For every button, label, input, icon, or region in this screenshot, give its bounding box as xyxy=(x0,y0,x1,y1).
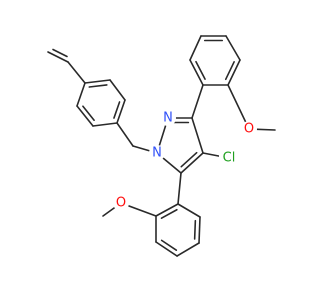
atom-cl: Cl xyxy=(219,150,239,166)
bond-p3-p4 xyxy=(84,79,111,84)
bond-b4-b5 xyxy=(176,242,200,257)
bond-p1-p2 xyxy=(116,99,126,124)
bond-b6-b1 xyxy=(177,203,201,218)
bond-c4-c5 xyxy=(180,152,204,174)
bond-c5-b1 xyxy=(177,172,182,205)
bond-b1-b2 xyxy=(155,203,179,217)
atom-cl-label: Cl xyxy=(223,151,236,166)
bond-p1-p2-double xyxy=(113,101,121,119)
bond-a2-a3 xyxy=(189,35,202,61)
bond-lines xyxy=(47,35,276,257)
bond-p4-v1 xyxy=(67,61,86,84)
bond-a1-a2-double xyxy=(195,60,206,80)
bond-b3-b4 xyxy=(155,241,178,257)
bond-c3-c4 xyxy=(191,117,204,154)
bond-p3-p4-double xyxy=(88,84,108,88)
atom-o1-label: O xyxy=(244,122,254,137)
bond-b3-b4-double xyxy=(160,239,178,251)
atom-o2: O xyxy=(113,195,129,211)
atom-n1: N xyxy=(149,145,165,161)
bond-b5-b6-double xyxy=(193,219,197,240)
bond-a5-a6-double xyxy=(224,61,235,81)
bond-b5-b6 xyxy=(198,216,201,244)
bond-a5-a6 xyxy=(227,59,241,86)
bond-p2-p3 xyxy=(109,79,126,101)
bond-a4-a5 xyxy=(225,35,241,61)
bond-p5-p6-double xyxy=(82,105,95,121)
bond-v1-v2-double xyxy=(52,48,68,58)
bond-v1-v2 xyxy=(47,51,69,63)
bond-p5-p6 xyxy=(76,105,94,127)
bond-p4-p5 xyxy=(76,82,86,107)
bond-ch2-p1 xyxy=(116,122,134,147)
molecule-structure: N N Cl O O xyxy=(47,35,276,257)
bond-p6-p1 xyxy=(92,122,118,127)
bond-a1-a2 xyxy=(189,59,204,86)
atom-o2-label: O xyxy=(116,196,126,211)
bond-c4-c5-double xyxy=(180,151,198,168)
bond-b1-b2-double xyxy=(160,208,178,219)
atom-o1: O xyxy=(241,121,257,137)
atom-labels: N N Cl O O xyxy=(113,110,257,211)
atom-n1-label: N xyxy=(152,146,162,161)
bond-a6-o1 xyxy=(227,84,250,130)
atom-n2-label: N xyxy=(163,111,173,126)
bond-c3-a1 xyxy=(191,84,204,119)
atom-n2: N xyxy=(160,110,176,126)
